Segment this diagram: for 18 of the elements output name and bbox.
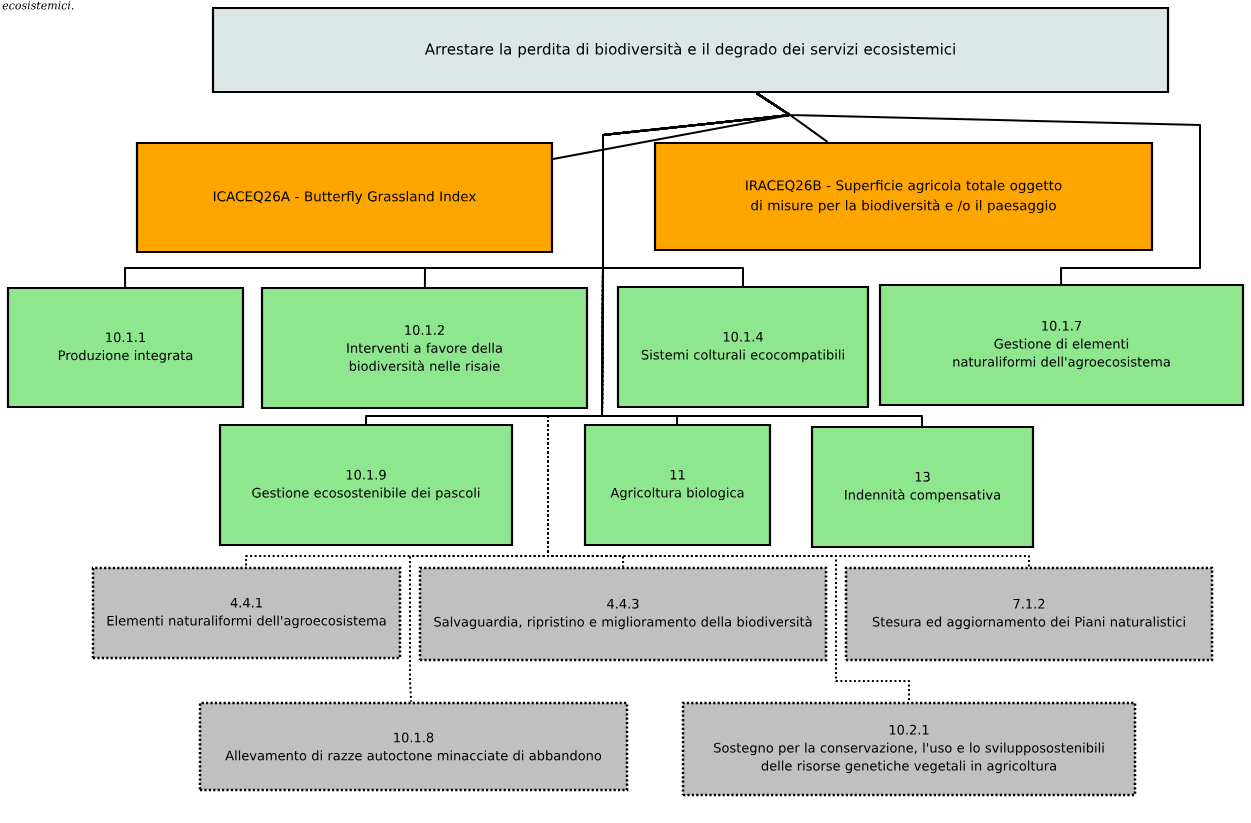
related-measure-box: 10.2.1 Sostegno per la conservazione, l'uso e lo svilupposostenibili delle risorse genetiche vegetali in agricoltura	[681, 701, 1137, 797]
measure-box: 10.1.2 Interventi a favore della biodiversità nelle risaie	[260, 286, 589, 410]
measure-box: 11 Agricoltura biologica	[583, 423, 772, 547]
measure-box: 10.1.7 Gestione di elementi naturaliformi dell'agroecosistema	[878, 283, 1245, 407]
indicator-box: ICACEQ26A - Butterfly Grassland Index	[135, 141, 554, 254]
related-measure-box: 4.4.1 Elementi naturaliformi dell'agroecosistema	[91, 566, 402, 660]
related-measure-box: 10.1.8 Allevamento di razze autoctone minacciate di abbandono	[198, 701, 629, 792]
measure-box: 10.1.4 Sistemi colturali ecocompatibili	[616, 285, 870, 409]
related-measure-box: 7.1.2 Stesura ed aggiornamento dei Piani naturalistici	[844, 566, 1214, 662]
goal-box: Arrestare la perdita di biodiversità e il degrado dei servizi ecosistemici	[211, 6, 1170, 94]
connector-line	[547, 92, 910, 703]
measure-box: 10.1.1 Produzione integrata	[6, 286, 245, 409]
related-measure-box: 4.4.3 Salvaguardia, ripristino e miglioramento della biodiversità	[418, 566, 828, 662]
indicator-box: IRACEQ26B - Superficie agricola totale oggetto di misure per la biodiversità e /o il paesaggio	[653, 141, 1154, 252]
connector-line	[601, 92, 924, 427]
measure-box: 10.1.9 Gestione ecosostenibile dei pascoli	[218, 423, 514, 547]
measure-box: 13 Indennità compensativa	[810, 425, 1035, 549]
caption-text: ecosistemici.	[2, 1, 74, 10]
